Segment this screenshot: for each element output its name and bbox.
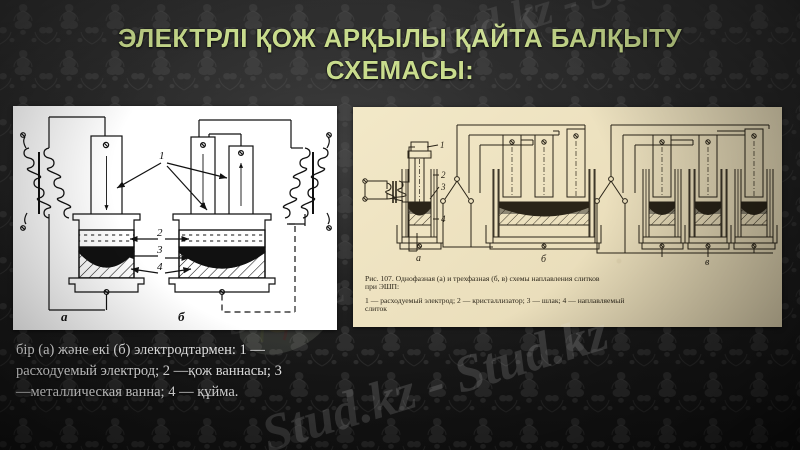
left-figure-panel: 1 2 3 4 а б <box>13 106 337 330</box>
left-callout-1: 1 <box>159 150 165 162</box>
left-scheme-label-b: б <box>178 309 185 324</box>
left-callout-4: 4 <box>157 261 163 273</box>
right-figure-caption-line3: 1 — расходуемый электрод; 2 — кристаллиз… <box>365 296 624 305</box>
right-callout-3: 3 <box>440 182 446 192</box>
right-scheme-label-a: а <box>416 253 421 264</box>
right-callout-1: 1 <box>440 140 445 150</box>
right-figure-caption-line1: Рис. 107. Однофазная (а) и трехфазная (б… <box>365 274 600 283</box>
right-figure-caption-line2: при ЭШП: <box>365 282 399 291</box>
right-callout-4: 4 <box>441 214 446 224</box>
page-title: ЭЛЕКТРЛІ ҚОЖ АРҚЫЛЫ ҚАЙТА БАЛҚЫТУ СХЕМАС… <box>118 23 682 85</box>
left-scheme-label-a: а <box>61 309 68 324</box>
right-scheme-label-b: б <box>541 254 547 265</box>
right-figure-panel: 1 2 3 4 а б в Рис. 107. Однофазная (а) и… <box>353 107 782 327</box>
right-callout-2: 2 <box>441 170 446 180</box>
left-callout-3: 3 <box>156 244 163 256</box>
right-figure-caption-line4: слиток <box>365 304 387 313</box>
right-scheme-label-v: в <box>705 257 710 268</box>
left-callout-2: 2 <box>157 227 163 239</box>
right-figure-diagram: 1 2 3 4 а б в Рис. 107. Однофазная (а) и… <box>362 124 778 313</box>
left-figure-diagram: 1 2 3 4 а б <box>20 116 332 324</box>
slide-caption: бір (а) және екі (б) электродтармен: 1 —… <box>16 342 282 400</box>
